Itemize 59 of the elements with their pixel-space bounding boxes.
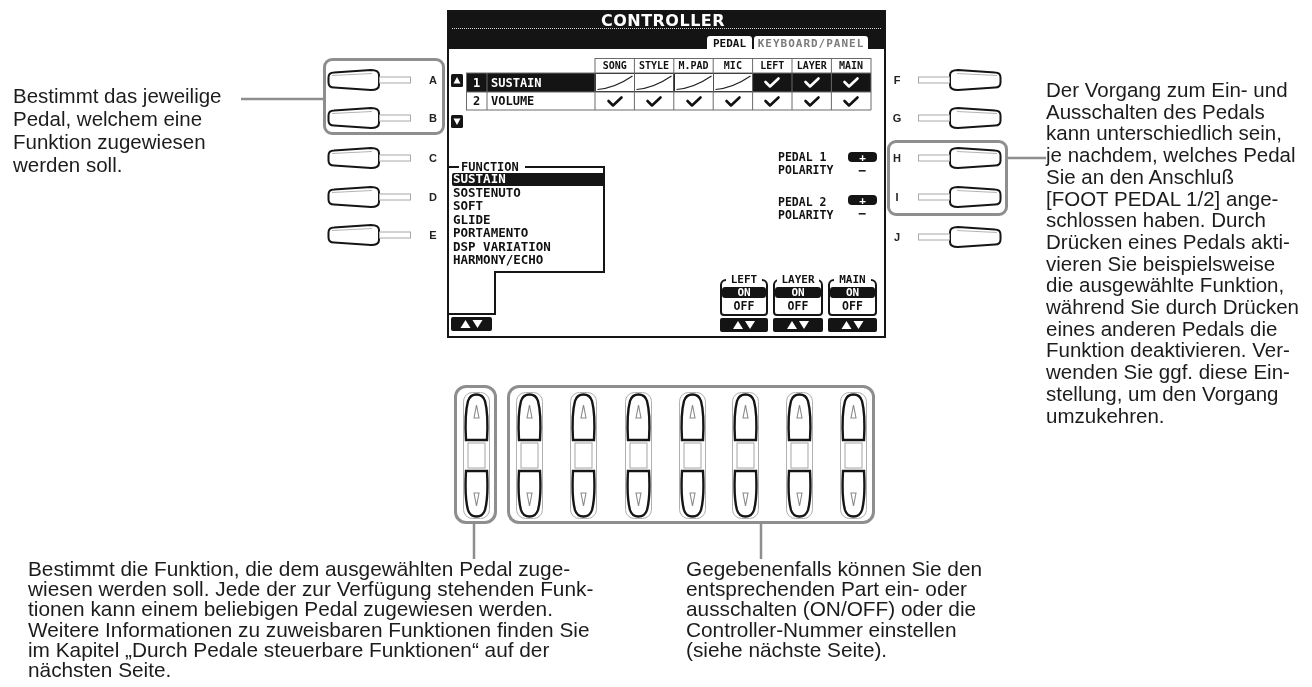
minus-sign: − — [857, 164, 868, 176]
button-letter: E — [428, 227, 438, 243]
column-header: M.PAD — [677, 58, 710, 73]
list-item: HARMONY/ECHO — [453, 254, 545, 267]
selected-list-item: SUSTAIN — [452, 173, 605, 186]
button-letter: D — [428, 189, 438, 205]
callout-text: Gegebenenfalls können Sie den entsprechenden Part ein- oder ausschalten (ON/OFF) oder die Controller-Nummer einstellen (siehe nächste Seite). — [686, 559, 982, 660]
list-item: SOFT — [453, 200, 485, 213]
button-letter: I — [894, 189, 900, 205]
column-header: SONG — [601, 58, 628, 73]
list-item: DSP VARIATION — [453, 240, 552, 254]
button-letter: A — [428, 72, 438, 88]
button-letter: B — [428, 110, 438, 126]
minus-sign: − — [857, 207, 868, 219]
button-letter: H — [892, 150, 902, 166]
callout-text: Bestimmt die Funktion, die dem ausgewählten Pedal zuge- wiesen werden soll. Jede der zur Verfügung stehenden Funk- tionen kann einem beliebigen Pedal zugewiesen werden. Weitere Informationen zu zuweisbaren Funktionen finden Sie im Kapitel „Durch Pedale steuerbare Funktionen“ auf der nächsten Seite. — [28, 559, 628, 681]
plus-button: + — [848, 195, 877, 205]
button-group-frame — [454, 385, 497, 524]
button-letter: J — [892, 229, 902, 245]
row-label: SUSTAIN — [490, 74, 543, 92]
column-header: LEFT — [759, 58, 786, 73]
list-item: PORTAMENTO — [453, 227, 530, 240]
list-item: SOSTENUTO — [453, 186, 522, 200]
leader-line — [1008, 156, 1046, 160]
part-heading: LEFT — [726, 273, 762, 285]
button-letter: G — [891, 110, 903, 126]
leader-line — [472, 524, 476, 559]
column-header: LAYER — [795, 58, 828, 73]
screen-title: CONTROLLER — [599, 13, 727, 29]
off-option: OFF — [830, 300, 875, 313]
button-group-frame — [323, 58, 445, 135]
column-header: MAIN — [838, 58, 865, 73]
off-option: OFF — [722, 300, 766, 313]
on-option: ON — [722, 287, 766, 298]
button-group-frame — [887, 140, 1008, 216]
button-letter: C — [428, 150, 438, 166]
list-heading: FUNCTION — [459, 160, 525, 173]
row-number: 2 — [471, 93, 482, 110]
row-label: VOLUME — [490, 93, 536, 110]
tab: KEYBOARD/PANEL — [754, 36, 868, 50]
setting-label: PEDAL 2 POLARITY — [778, 196, 835, 222]
column-header: STYLE — [638, 58, 671, 73]
row-number: 1 — [471, 74, 482, 92]
leader-line — [241, 97, 323, 101]
leader-line — [759, 524, 763, 559]
column-header: MIC — [722, 58, 743, 73]
tab: PEDAL — [707, 36, 752, 50]
callout-text: Der Vorgang zum Ein- und Ausschalten des Pedals kann unterschiedlich sein, je nachdem, welches Pedal Sie an den Anschluß [FOOT PEDAL 1/2] ange- schlossen haben. Durch Drücken eines Pedals akti- vieren Sie beispielsweise die ausgewählte Funktion, während Sie durch Drücken eines anderen Pedals die Funktion deaktivieren. Ver- wenden Sie ggf. diese Ein- stellung, um den Vorgang umzukehren. — [1046, 79, 1310, 427]
part-heading: MAIN — [834, 273, 871, 285]
button-letter: F — [892, 72, 902, 88]
part-heading: LAYER — [777, 273, 819, 285]
plus-button: + — [848, 152, 877, 162]
off-option: OFF — [775, 300, 821, 313]
callout-text: Bestimmt das jeweilige Pedal, welchem eine Funktion zugewiesen werden soll. — [13, 84, 241, 176]
button-group-frame — [507, 385, 875, 524]
on-option: ON — [775, 287, 821, 298]
list-item: GLIDE — [453, 213, 492, 227]
setting-label: PEDAL 1 POLARITY — [778, 151, 835, 177]
on-option: ON — [830, 287, 875, 298]
